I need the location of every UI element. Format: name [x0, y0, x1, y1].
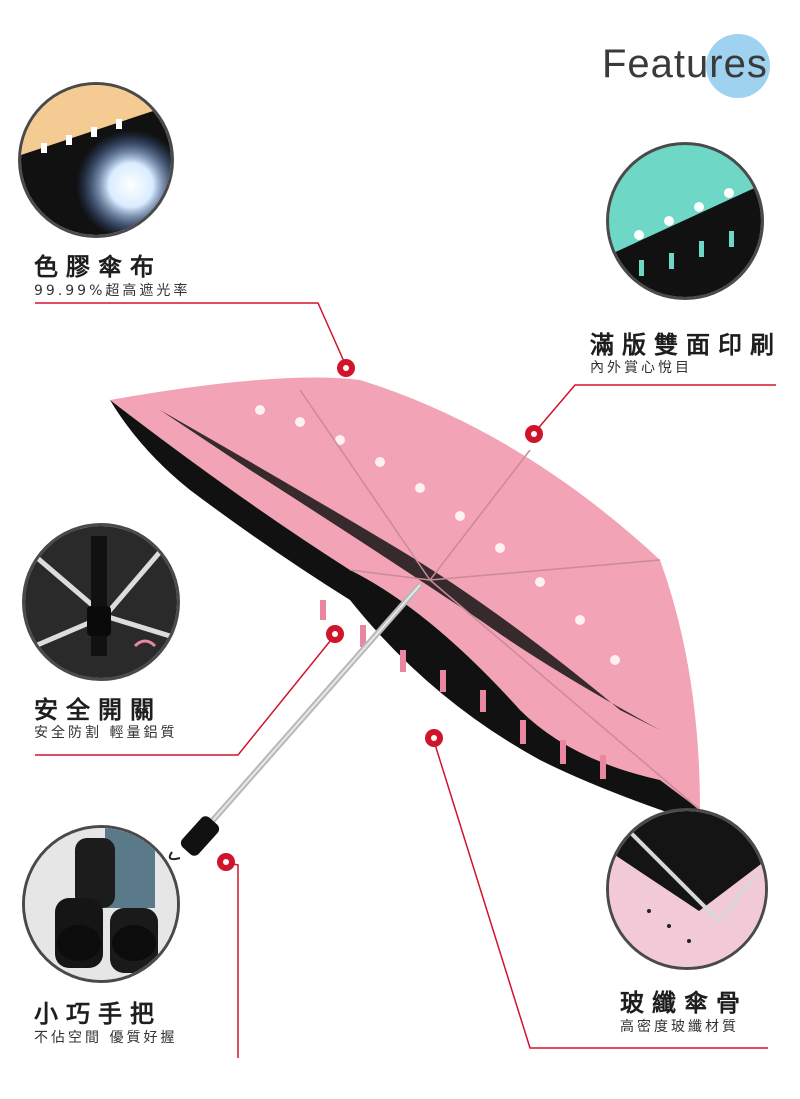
- feature-subtitle-fiberglass: 高密度玻纖材質: [620, 1019, 739, 1035]
- feature-subtitle-switch: 安全防割 輕量鋁質: [34, 725, 178, 741]
- page-title: Features: [602, 42, 768, 86]
- title-accent-dot: [706, 34, 770, 98]
- umbrella-illustration: [110, 377, 701, 861]
- feature-subtitle-fabric: 99.99%超高遮光率: [34, 283, 191, 299]
- feature-title-fiberglass: 玻纖傘骨: [620, 989, 748, 1017]
- double-sided-print-photo: [606, 142, 764, 300]
- feature-title-fabric: 色膠傘布: [34, 253, 162, 281]
- feature-subtitle-print: 內外賞心悅目: [590, 360, 692, 376]
- feature-title-switch: 安全開關: [34, 696, 162, 724]
- page-header: Features: [600, 30, 780, 100]
- feature-title-handle: 小巧手把: [34, 1000, 162, 1028]
- feature-subtitle-handle: 不佔空間 優質好握: [34, 1030, 178, 1046]
- safety-switch-photo: [22, 523, 180, 681]
- feature-title-print: 滿版雙面印刷: [590, 331, 782, 359]
- sun-block-fabric-photo: [18, 82, 174, 238]
- compact-handle-photo: [22, 825, 180, 983]
- fiberglass-rib-photo: [606, 808, 768, 970]
